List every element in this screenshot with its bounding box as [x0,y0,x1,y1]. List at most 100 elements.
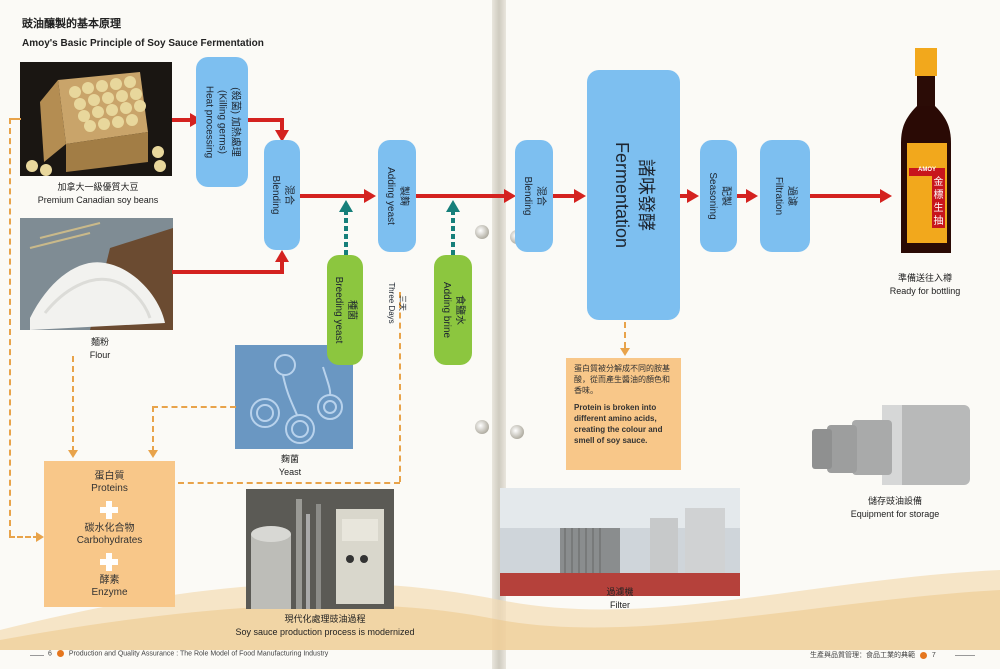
step-breeding-yeast: 種菌 Breeding yeast [327,255,363,365]
dotted-line [178,482,400,484]
binder-hole-left-top [475,225,489,239]
plus-icon [100,553,118,571]
footer-left-text: Production and Quality Assurance : The R… [68,650,329,658]
bottle-label: 金標生抽 [932,176,945,228]
arrow-head [275,130,289,142]
dotted-line [9,118,21,120]
yeast-caption: 麴菌 Yeast [250,453,330,479]
three-days-label: 三天 Three Days [378,268,416,338]
step-blending2-zh: 混合 [535,185,546,206]
step-breeding-en: Breeding yeast [333,276,344,344]
step-filtration-zh: 過濾 [786,185,797,206]
step-brine-en: Adding brine [441,281,452,339]
right-page-number: 7 [931,652,936,659]
dotted-line-soybeans [9,118,11,536]
step-adding-brine: 食鹽水 Adding brine [434,255,472,365]
page-title-en: Amoy's Basic Principle of Soy Sauce Ferm… [22,38,264,49]
dotted-line-three-days [399,292,401,482]
protein-note-box: 蛋白質被分解成不同的胺基酸，從而產生醬油的顏色和香味。 Protein is b… [566,358,681,470]
production-process-photo [246,489,394,609]
binder-hole-bottom [510,425,524,439]
filter-caption-en: Filter [610,600,630,610]
footer-right: 生產與品質管理：食品工業的典範 7 [810,650,936,660]
arrow-head [364,189,376,203]
step-heat-processing: (殺菌) 加熱處理 (Killing germs) Heat processin… [196,57,248,187]
arrow-heat-to-blending [248,118,284,122]
filter-photo [500,488,740,596]
step-blending-1: 混合 Blending [264,140,300,250]
dotted-line-flour [72,356,74,452]
component-enzyme-en: Enzyme [91,587,128,598]
flour-caption-zh: 麵粉 [90,337,109,347]
step-adding-yeast: 製麴 Adding yeast [378,140,416,252]
step-heat-zh: (殺菌) 加熱處理 [229,87,241,157]
arrow-head [746,189,758,203]
step-blending1-en: Blending [270,175,281,215]
bottle-brand: AMOY [918,167,936,173]
yeast-caption-en: Yeast [278,467,302,477]
step-blending1-zh: 混合 [283,184,294,205]
step-breeding-zh: 種菌 [346,300,357,320]
step-brine-zh: 食鹽水 [454,295,465,325]
three-days-en: Three Days [387,282,396,324]
footer-rule-right [955,655,975,656]
flour-photo [20,218,173,330]
left-page-number: 6 [48,650,52,658]
step-heat-en2: Heat processing [203,85,215,159]
step-adding-yeast-zh: 製麴 [398,185,409,206]
arrow-blending-to-adding-yeast [300,194,366,198]
protein-note-en: Protein is broken into different amino a… [574,403,663,445]
step-fermentation: 諸味發酵 Fermentation [587,70,680,320]
arrow-seasoning-to-filtration [737,194,749,198]
storage-equipment-photo [812,395,974,489]
footer-right-text: 生產與品質管理：食品工業的典範 [810,652,915,659]
arrow-blending-to-fermentation [552,194,576,198]
step-seasoning: 配製 Seasoning [700,140,737,252]
page-title-zh: 豉油釀製的基本原理 [22,17,121,30]
dotted-line [9,536,39,538]
component-carb-zh: 碳水化合物 [84,523,135,534]
dashed-arrow-adding-brine [451,210,455,258]
storage-caption-en: Equipment for storage [850,509,940,519]
protein-note-zh: 蛋白質被分解成不同的胺基酸，從而產生醬油的顏色和香味。 [574,364,670,395]
arrow-flour-to-blending [172,270,284,274]
arrow-filtration-to-bottle [810,194,882,198]
soybeans-caption: 加拿大一級優質大豆 Premium Canadian soy beans [18,181,178,207]
components-box: 蛋白質 Proteins 碳水化合物 Carbohydrates 酵素 Enzy… [44,461,175,607]
step-fermentation-zh: 諸味發酵 [635,159,656,231]
dashed-arrow-breeding-yeast [344,210,348,258]
process-caption-zh: 現代化處理豉油過程 [284,614,366,624]
yeast-caption-zh: 麴菌 [280,454,299,464]
plus-icon [100,501,118,519]
yeast-photo [235,345,353,449]
filter-caption: 過濾機 Filter [580,586,660,612]
three-days-zh: 三天 [398,294,407,311]
component-protein-zh: 蛋白質 [94,471,125,482]
soybeans-caption-en: Premium Canadian soy beans [37,195,159,205]
step-filtration: 過濾 Filtration [760,140,810,252]
dotted-line-yeast [152,406,154,452]
bottling-caption-zh: 準備送往入樽 [897,273,952,283]
storage-caption-zh: 儲存豉油設備 [867,496,922,506]
process-caption-en: Soy sauce production process is moderniz… [235,627,415,637]
bottling-caption: 準備送往入樽 Ready for bottling [870,272,980,298]
footer-dot-icon [919,651,927,659]
component-protein-en: Proteins [91,483,128,494]
arrow-heat-down [280,118,284,132]
process-caption: 現代化處理豉油過程 Soy sauce production process i… [210,613,440,639]
footer-dot-icon [56,650,64,657]
arrow-head [148,450,158,458]
arrow-head [620,348,630,356]
step-adding-yeast-en: Adding yeast [385,167,396,225]
filter-caption-zh: 過濾機 [606,587,634,597]
component-enzyme-zh: 酵素 [99,575,120,586]
dotted-line-fermentation [624,322,626,348]
component-carb-en: Carbohydrates [76,535,143,546]
arrow-head [574,189,586,203]
arrow-head [687,189,699,203]
arrow-fermentation-to-seasoning [680,194,690,198]
flour-caption: 麵粉 Flour [70,336,130,362]
arrow-soybeans-to-heat [172,118,194,122]
soybeans-photo [20,62,172,176]
dotted-line [152,406,236,408]
